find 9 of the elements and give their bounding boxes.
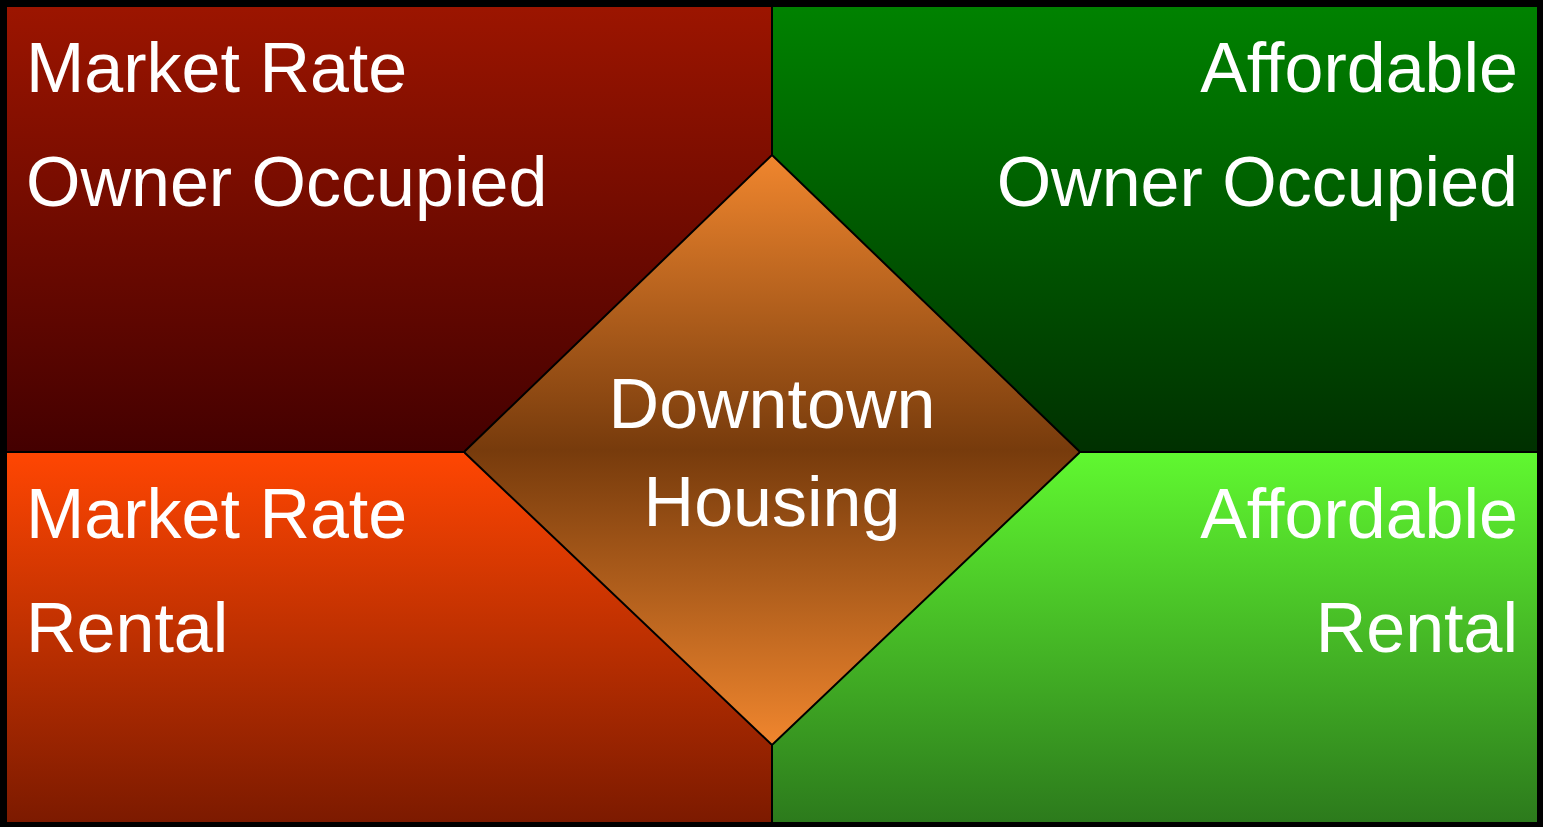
quadrant-label: Rental <box>1315 588 1518 668</box>
diamond-label: Downtown Housing <box>607 364 937 543</box>
quadrant-label: Market Rate <box>26 474 408 554</box>
quadrant-label: Rental <box>26 588 229 668</box>
quadrant-label: Market Rate <box>26 28 408 108</box>
quadrant-label: Owner Occupied <box>996 142 1518 222</box>
quadrant-label: Affordable <box>1200 28 1518 108</box>
quadrant-label: Owner Occupied <box>26 142 548 222</box>
quadrant-label: Affordable <box>1200 474 1518 554</box>
